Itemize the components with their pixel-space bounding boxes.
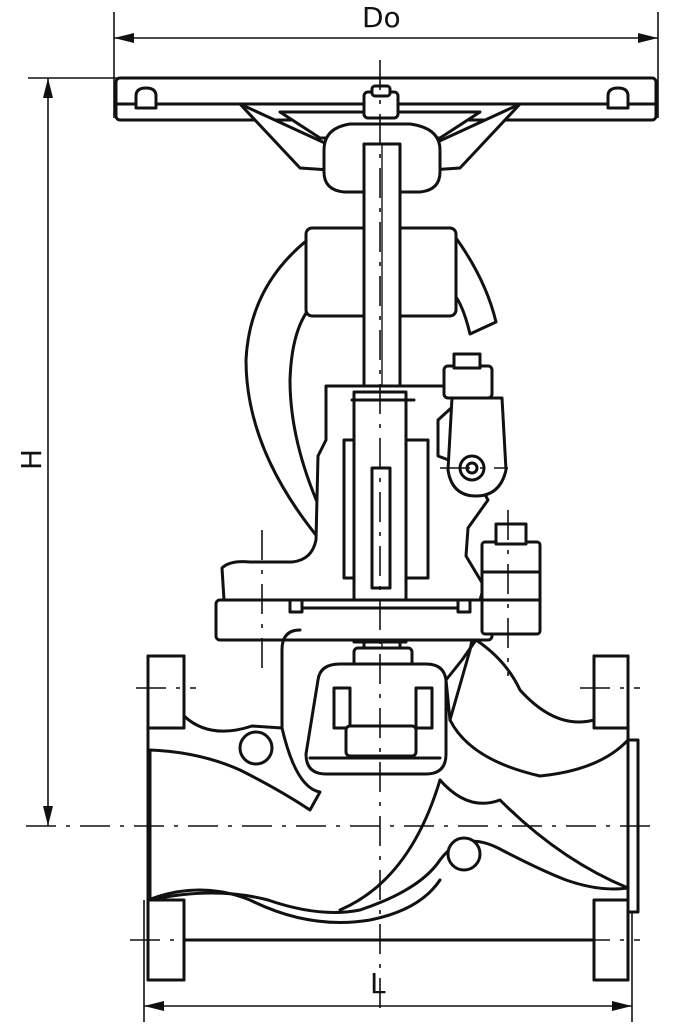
dimension-label-do: Do xyxy=(362,1,401,34)
valve-disc xyxy=(304,646,448,776)
dimension-do xyxy=(113,12,659,118)
dimension-l xyxy=(143,900,633,1022)
bonnet-flange xyxy=(214,352,542,642)
dimension-label-h: H xyxy=(15,448,48,470)
dimension-label-l: L xyxy=(370,967,386,1000)
center-lines xyxy=(26,60,656,1010)
